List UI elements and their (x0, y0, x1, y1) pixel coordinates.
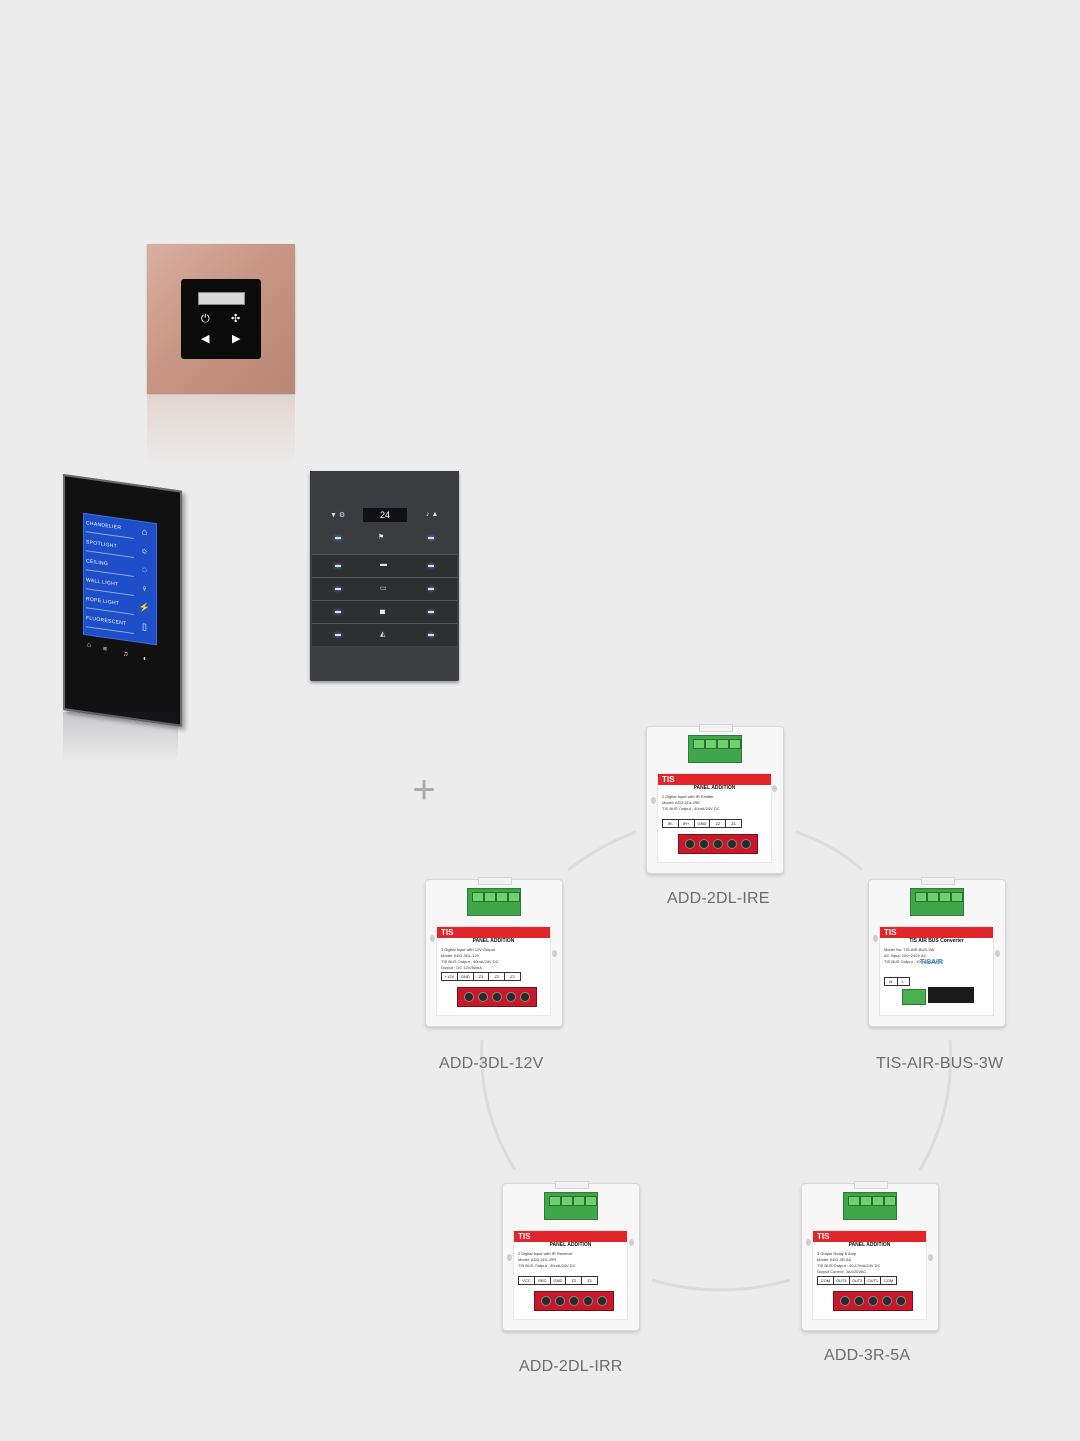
keypad-key[interactable]: ◭ (312, 623, 457, 646)
keypad-fan-icon[interactable]: ♪ ▲ (426, 511, 439, 518)
module-add-3r-5a: TIS PANEL ADDITION 3 Output Relay 5 Amp … (801, 1181, 939, 1331)
tis-logo: TIS (884, 928, 897, 937)
touch-panel-reflection (63, 712, 178, 762)
panel-key-icon: ▭ (380, 585, 387, 592)
screw-terminal (457, 987, 537, 1007)
screw-terminal (534, 1291, 614, 1311)
keypad-mode-icon[interactable]: ▼ ⚙ (330, 512, 346, 519)
left-arrow-icon[interactable]: ◀ (201, 333, 210, 345)
touch-screen-panel: CHANDELIER ⌂ SPOTLIGHT ☼ CEILING ◌ WALL … (63, 474, 182, 727)
keypad-top-section: ▼ ⚙ 24 ♪ ▲ ⚑ (310, 471, 459, 554)
module-caption: ADD-2DL-IRE (667, 890, 770, 907)
keypad-panel: ▼ ⚙ 24 ♪ ▲ ⚑ ▬ ▭ ▄ ◭ (310, 471, 459, 681)
module-label: TIS PANEL ADDITION 2 Digital Input with … (657, 773, 772, 863)
module-add-3dl-12v: TIS PANEL ADDITION 3 Digital Input with … (425, 877, 563, 1027)
keypad-key[interactable]: ▄ (312, 600, 457, 623)
module-add-2dl-irr: TIS PANEL ADDITION 2 Digital Input with … (502, 1181, 640, 1331)
keypad-key[interactable]: ▬ (312, 554, 457, 577)
ac-panel-reflection (147, 396, 295, 466)
ac-control-panel: ⏻ ✣ ◀ ▶ (147, 244, 295, 394)
module-label: TIS PANEL ADDITION 2 Digital Input with … (513, 1230, 628, 1320)
module-caption: ADD-3R-5A (824, 1347, 911, 1364)
wall-light-icon: ♀ (141, 582, 148, 594)
green-terminal (544, 1192, 598, 1220)
green-terminal (910, 888, 964, 916)
tis-logo: TIS (662, 775, 675, 784)
ac-panel-face: ⏻ ✣ ◀ ▶ (181, 279, 261, 359)
module-tis-air-bus-3w: TIS TIS AIR BUS Converter Model No: TIS-… (868, 877, 1006, 1027)
screw-terminal (678, 834, 758, 854)
touch-screen: CHANDELIER ⌂ SPOTLIGHT ☼ CEILING ◌ WALL … (83, 512, 157, 646)
scene-icon[interactable]: ◐ (143, 655, 148, 663)
chandelier-key-icon: ⚑ (378, 534, 385, 541)
connector-block (928, 987, 974, 1003)
rope-light-icon: ⚡ (138, 601, 151, 614)
green-terminal (467, 888, 521, 916)
light-key-icon: ▬ (380, 561, 387, 568)
power-terminal (902, 989, 926, 1005)
tisair-logo: TISAIR (920, 959, 943, 966)
tis-logo: TIS (817, 1232, 830, 1241)
tis-logo: TIS (441, 928, 454, 937)
green-terminal (843, 1192, 897, 1220)
ceiling-icon: ◌ (141, 564, 148, 575)
power-icon[interactable]: ⏻ (201, 313, 210, 325)
menu-item-label[interactable]: FLUORESCENT (86, 611, 134, 634)
home-icon[interactable]: ⌂ (87, 641, 92, 649)
module-label: TIS PANEL ADDITION 3 Digital Input with … (436, 926, 551, 1016)
bed-key-icon: ▄ (380, 607, 385, 614)
spotlight-icon: ☼ (140, 544, 149, 557)
ac-lcd-display (198, 292, 245, 305)
curtain-key-icon: ◭ (380, 631, 386, 638)
right-arrow-icon[interactable]: ▶ (232, 333, 241, 345)
fan-icon[interactable]: ✣ (231, 313, 241, 325)
fluorescent-icon: ▯ (142, 621, 147, 632)
plus-sign: + (412, 768, 436, 812)
screw-terminal (833, 1291, 913, 1311)
module-caption: ADD-3DL-12V (439, 1055, 544, 1072)
module-caption: TIS-AIR-BUS-3W (876, 1055, 1004, 1072)
module-add-2dl-ire: TIS PANEL ADDITION 2 Digital Input with … (646, 724, 784, 874)
keypad-display: 24 (363, 508, 407, 522)
tis-logo: TIS (518, 1232, 531, 1241)
menu-icon[interactable]: ≡ (103, 645, 108, 654)
module-caption: ADD-2DL-IRR (519, 1358, 623, 1375)
module-label: TIS TIS AIR BUS Converter Model No: TIS-… (879, 926, 994, 1016)
keypad-display-temp: 24 (379, 510, 390, 520)
chandelier-icon: ⌂ (141, 526, 148, 537)
keypad-key[interactable]: ▭ (312, 577, 457, 600)
green-terminal (688, 735, 742, 763)
module-label: TIS PANEL ADDITION 3 Output Relay 5 Amp … (812, 1230, 927, 1320)
music-icon[interactable]: ♫ (123, 650, 129, 659)
